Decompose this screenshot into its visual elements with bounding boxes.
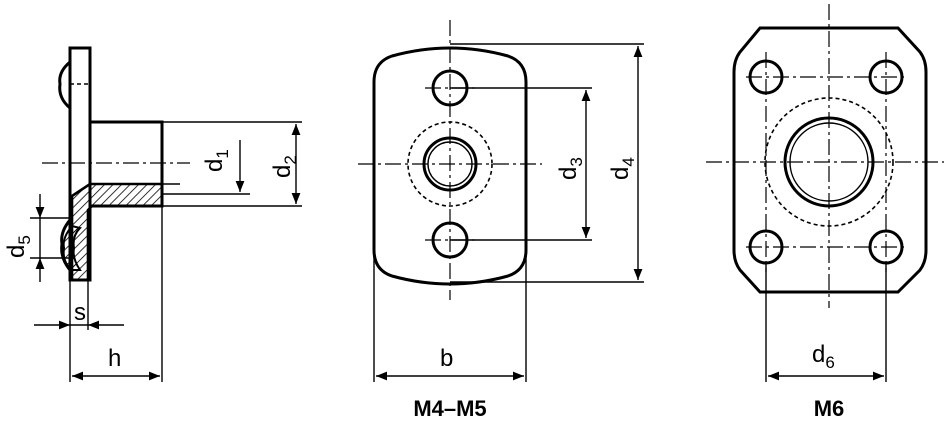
front-view-m4-m5: d3 d4 b M4–M5 — [358, 20, 644, 421]
threaded-bore-m6 — [783, 116, 875, 208]
s-label: s — [74, 299, 86, 326]
section-hatch — [70, 182, 164, 282]
barrel-hidden-circle — [407, 121, 493, 207]
h-label: h — [108, 345, 121, 372]
d4-label: d4 — [607, 157, 638, 180]
thread-inner-m6 — [789, 122, 869, 202]
caption-m6: M6 — [814, 396, 845, 421]
hole-top-left — [748, 59, 784, 95]
section-hatch-curve — [62, 224, 82, 271]
threaded-bore — [422, 136, 478, 192]
d5-label: d5 — [3, 235, 34, 258]
caption-m4-m5: M4–M5 — [413, 396, 486, 421]
d6-label: d6 — [812, 341, 835, 372]
side-view: d2 d1 d5 s h — [3, 46, 302, 382]
plate-outline-m6 — [732, 26, 928, 294]
d2-label: d2 — [269, 155, 300, 178]
d1-label: d1 — [201, 149, 232, 172]
front-view-m6: d6 M6 — [706, 4, 944, 421]
hole-top-right — [868, 59, 904, 95]
barrel-hidden-circle-m6 — [764, 97, 894, 227]
b-label: b — [440, 345, 453, 372]
thread-inner — [427, 141, 473, 187]
d3-label: d3 — [555, 157, 586, 180]
weld-projection-top — [58, 60, 71, 110]
